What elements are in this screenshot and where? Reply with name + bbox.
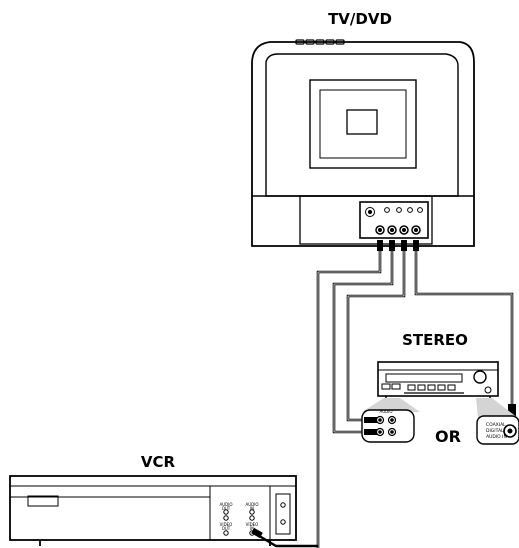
stereo-audio-label: AUDIO (379, 409, 392, 414)
stereo-callout-right (476, 398, 518, 418)
tv-dvd-unit (251, 39, 475, 247)
stereo-label: STEREO (402, 331, 468, 349)
coaxial-label-line2: DIGITAL (486, 428, 504, 434)
vcr-video-in-line1: VIDEO (246, 522, 259, 527)
tv-cables (316, 240, 516, 548)
vcr-unit (9, 475, 318, 548)
stereo-unit (377, 361, 499, 399)
vcr-label: VCR (141, 453, 176, 471)
coaxial-label-line3: AUDIO IN (486, 434, 507, 440)
tv-top-vents (295, 39, 345, 45)
vcr-video-out-line1: VIDEO (220, 522, 233, 527)
vcr-audio-in-line2: IN (250, 506, 254, 511)
coaxial-label-line1: COAXIAL (486, 422, 506, 428)
vcr-audio-out-line1: AUDIO (219, 502, 232, 507)
stereo-audio-jacks (361, 409, 415, 443)
vcr-audio-in-line1: AUDIO (245, 502, 258, 507)
vcr-video-out-line2: OUT (222, 526, 231, 531)
stereo-callout-left (362, 398, 420, 412)
tv-jack-panel (365, 207, 423, 235)
tv-dvd-label: TV/DVD (328, 10, 392, 28)
or-label: OR (435, 427, 461, 446)
coaxial-input (476, 415, 519, 445)
vcr-video-in-line2: IN (250, 526, 254, 531)
vcr-audio-out-line2: OUT (222, 506, 231, 511)
